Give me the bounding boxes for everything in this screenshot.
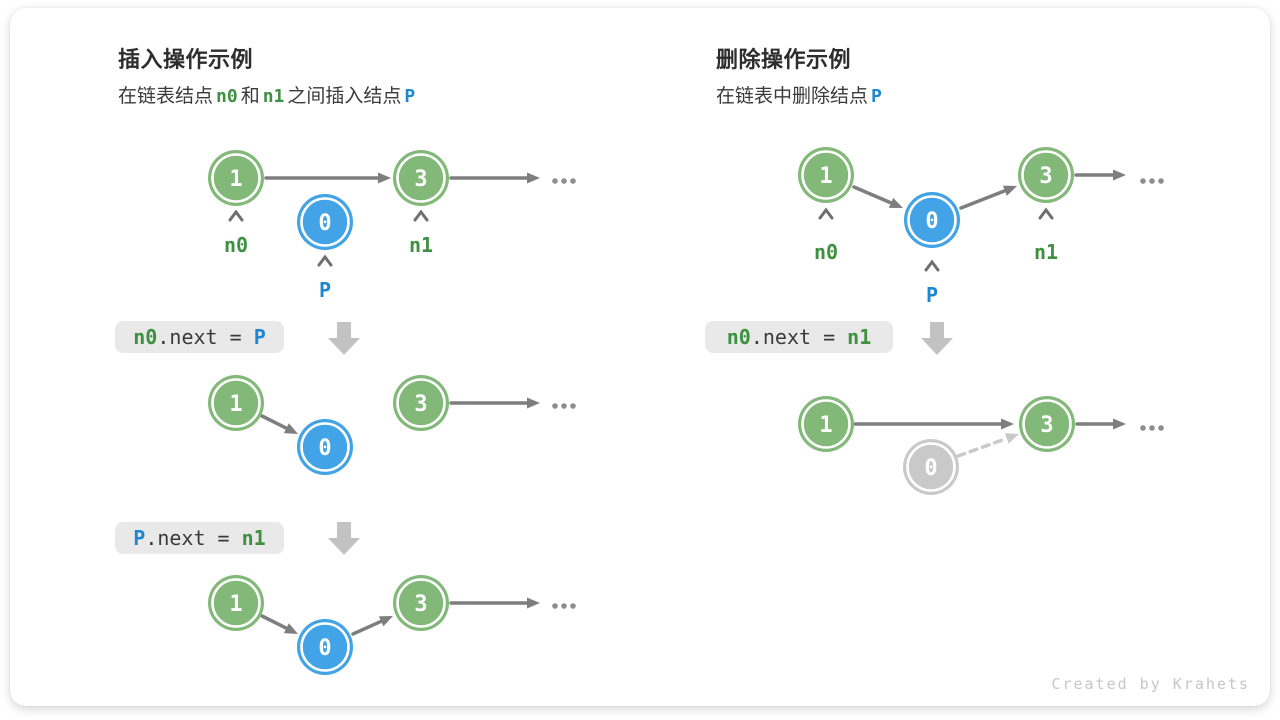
code-text: .next = [750,325,848,349]
pointer-arrow [449,597,540,609]
svg-text:1: 1 [229,167,242,192]
caret-marker [317,254,333,267]
svg-text:3: 3 [414,592,427,617]
svg-text:0: 0 [318,436,331,461]
ellipsis-dots [552,178,576,184]
subtitle-code-token: n0 [216,86,238,107]
pointer-arrow [959,185,1017,210]
pointer-label-P: P [926,283,938,307]
pointer-label-n1: n1 [1034,240,1058,264]
svg-text:3: 3 [414,167,427,192]
code-text: .next = [157,325,254,349]
caret-marker [1038,207,1054,220]
list-node-3-green: 3 [393,575,449,631]
code-label: n0.next = P [115,321,284,353]
code-text: .next = [145,526,242,550]
list-node-0-blue: 0 [297,419,353,475]
code-token: P [253,325,266,349]
caret-marker [228,209,244,222]
ellipsis-dots [552,603,576,609]
step-down-arrow [328,522,360,555]
subtitle-code-token: P [404,86,416,107]
code-label: n0.next = n1 [705,321,893,353]
list-node-1-green: 1 [208,575,264,631]
code-token: P [133,526,146,550]
insert-panel-title: 插入操作示例 [118,47,254,72]
pointer-arrow [1075,418,1126,430]
svg-text:0: 0 [924,456,937,481]
list-node-1-green: 1 [208,375,264,431]
code-token: n0 [133,325,158,349]
list-node-3-green: 3 [1019,396,1075,452]
caret-marker [413,209,429,222]
pointer-arrow [853,418,1014,430]
subtitle-text: 在链表中删除结点 [716,86,869,107]
list-node-0-blue: 0 [297,194,353,250]
list-node-3-green: 3 [1018,147,1074,203]
svg-text:0: 0 [925,209,938,234]
caret-marker [818,207,834,220]
code-token: n1 [847,325,872,349]
list-node-0-blue: 0 [297,619,353,675]
svg-text:3: 3 [1039,164,1052,189]
ellipsis-dots [1140,178,1164,184]
list-node-3-green: 3 [393,150,449,206]
subtitle-code-token: n1 [262,86,285,107]
ellipsis-dots [552,403,576,409]
pointer-arrow [449,397,540,409]
subtitle-code-token: P [871,86,882,107]
watermark-text: Created by Krahets [1051,675,1250,693]
svg-text:0: 0 [318,211,331,236]
code-token: n1 [241,526,266,550]
step-down-arrow [328,322,360,355]
list-node-0-blue: 0 [904,192,960,248]
pointer-label-n0: n0 [814,240,838,264]
pointer-label-n0: n0 [224,233,248,257]
dashed-pointer-arrow [956,433,1019,458]
list-node-3-green: 3 [393,375,449,431]
subtitle-text: 和 [240,86,260,107]
pointer-arrow [264,172,391,184]
subtitle-text: 之间插入结点 [287,86,402,107]
subtitle-text: 在链表结点 [118,86,214,107]
pointer-arrow [852,185,903,208]
svg-text:1: 1 [819,164,832,189]
svg-text:3: 3 [414,392,427,417]
list-node-1-green: 1 [798,396,854,452]
list-node-1-green: 1 [798,147,854,203]
pointer-arrow [260,414,298,434]
pointer-arrow [1074,169,1126,181]
delete-panel-title: 删除操作示例 [716,47,852,72]
svg-text:1: 1 [229,592,242,617]
svg-text:0: 0 [318,636,331,661]
step-down-arrow [921,322,953,355]
svg-text:1: 1 [229,392,242,417]
list-node-1-green: 1 [208,150,264,206]
list-node-0-gray: 0 [903,439,959,495]
pointer-label-P: P [319,278,331,302]
caret-marker [924,259,940,272]
pointer-arrow [260,614,298,634]
pointer-arrow [449,172,540,184]
code-token: n0 [726,325,751,349]
svg-text:1: 1 [819,413,832,438]
pointer-arrow [351,616,393,636]
svg-text:3: 3 [1040,413,1053,438]
ellipsis-dots [1140,425,1164,431]
pointer-label-n1: n1 [409,233,433,257]
code-label: P.next = n1 [115,522,284,554]
